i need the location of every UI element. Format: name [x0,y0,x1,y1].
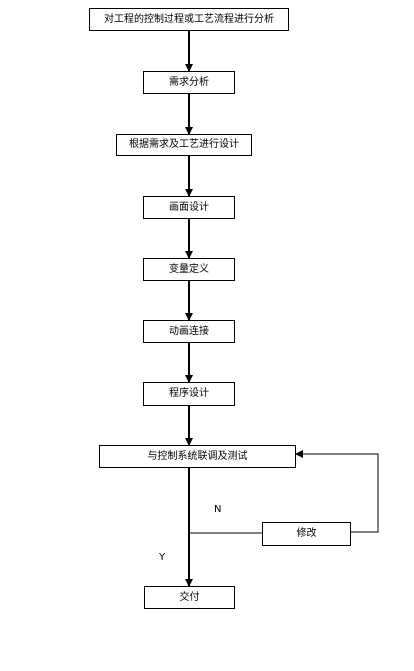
step-design-by-requirement-label: 根据需求及工艺进行设计 [129,139,239,150]
step-deliver: 交付 [144,586,235,609]
step-modify: 修改 [262,522,351,546]
step-animation-link: 动画连接 [143,320,235,343]
branch-label-no: N [214,504,222,515]
step-variable-definition-label: 变量定义 [169,263,209,275]
step-screen-design: 画面设计 [143,196,235,219]
step-program-design: 程序设计 [143,382,235,406]
branch-label-yes: Y [159,552,166,563]
step-modify-label: 修改 [296,528,317,539]
step-animation-link-label: 动画连接 [169,325,209,337]
step-program-design-label: 程序设计 [169,388,209,399]
step-joint-debug-test-label: 与控制系统联调及测试 [147,450,248,462]
step-joint-debug-test: 与控制系统联调及测试 [99,445,296,468]
step-design-by-requirement: 根据需求及工艺进行设计 [116,134,252,156]
step-requirement-analysis-label: 需求分析 [169,76,209,88]
step-analyze-process: 对工程的控制过程或工艺流程进行分析 [89,8,289,31]
step-screen-design-label: 画面设计 [169,201,209,213]
step-variable-definition: 变量定义 [143,258,235,281]
line-modify-loop-back [295,450,379,533]
step-requirement-analysis: 需求分析 [143,71,235,94]
step-deliver-label: 交付 [179,591,200,603]
step-analyze-process-label: 对工程的控制过程或工艺流程进行分析 [104,13,274,25]
